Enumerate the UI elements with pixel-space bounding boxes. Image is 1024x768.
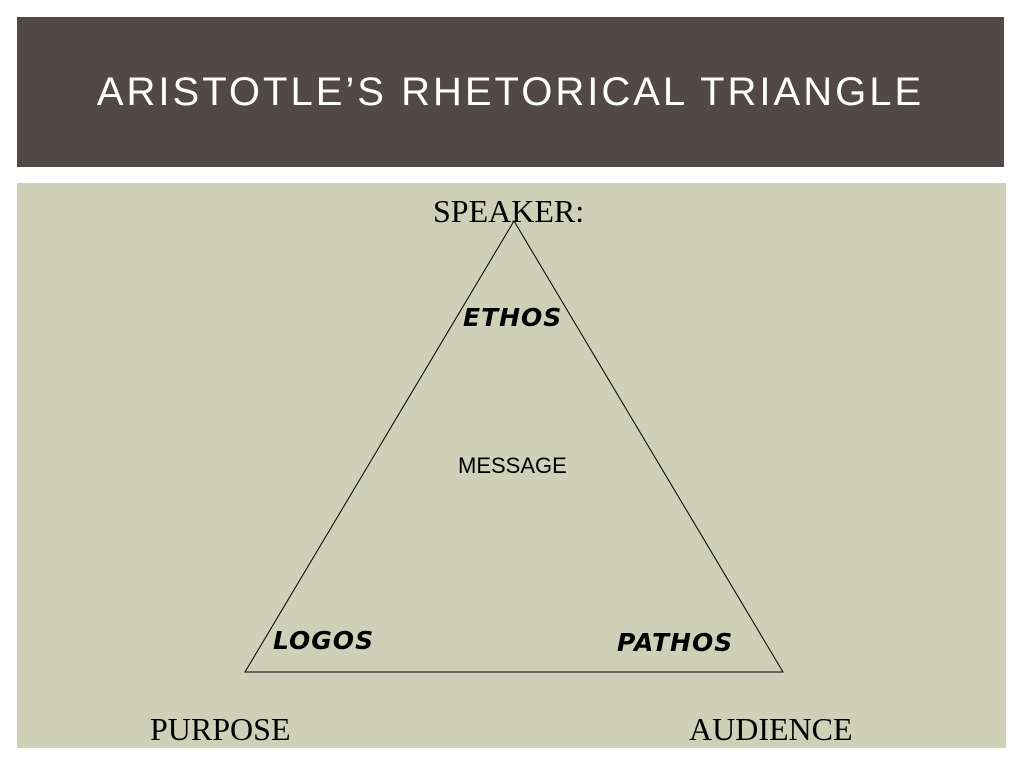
triangle-outline xyxy=(244,220,784,673)
slide-title: ARISTOTLE’S RHETORICAL TRIANGLE xyxy=(96,69,925,114)
appeal-label-ethos: ETHOS xyxy=(463,303,563,332)
vertex-label-speaker: SPEAKER: xyxy=(433,193,585,229)
vertex-label-audience: AUDIENCE xyxy=(689,711,853,747)
content-area xyxy=(17,183,1006,748)
appeal-label-pathos: PATHOS xyxy=(617,628,734,657)
center-label-message: MESSAGE xyxy=(458,453,567,478)
vertex-label-purpose: PURPOSE xyxy=(150,711,291,747)
title-bar: ARISTOTLE’S RHETORICAL TRIANGLE xyxy=(17,17,1004,167)
appeal-label-logos: LOGOS xyxy=(273,626,375,655)
